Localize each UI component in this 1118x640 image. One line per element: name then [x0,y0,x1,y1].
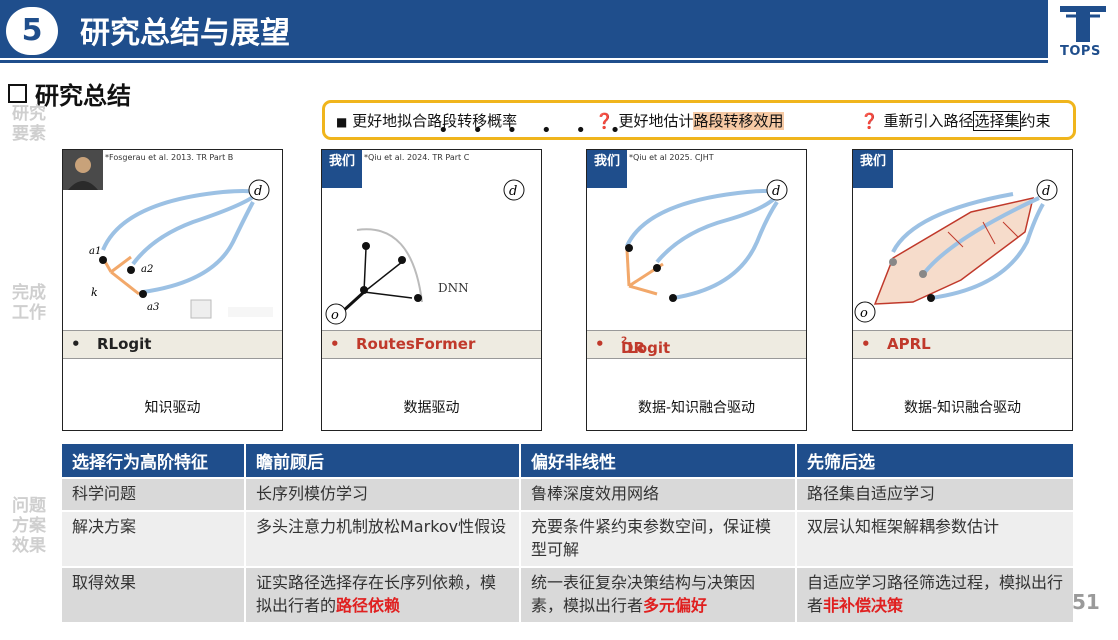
node-a1: a1 [89,246,101,257]
routesformer-diagram: d o DNN [325,179,525,325]
table-cell: 解决方案 [62,510,246,567]
model-panel-routesformer: 我们 *Qiu et al. 2024. TR Part C d o DNN •… [321,149,542,431]
page-number: 51 [1072,590,1100,614]
requirement-text-2: 更好地估计 [618,112,694,130]
model-name: RoutesFormer [356,335,476,353]
person-icon [68,157,98,190]
rlogit-diagram: d a1 a2 a3 k [89,179,273,319]
dr2logit-diagram: d [625,179,788,302]
driver-type: 知识驱动 [144,400,201,416]
question-mark-icon: ❓ [595,112,614,130]
section-number: 5 [6,7,58,55]
node-a2: a2 [141,264,153,275]
author-photo [63,150,103,190]
bullet-dot-icon: • [71,335,81,353]
requirement-suffix-3: 约束 [1020,112,1051,130]
dnn-label: DNN [438,281,469,295]
requirement-item-1: ■ 更好地拟合路段转移概率 [336,110,517,131]
requirements-bar [322,100,1076,140]
table-header: 选择行为高阶特征 [62,444,246,478]
citation: *Qiu et al. 2024. TR Part C [364,153,470,162]
node-o: o [860,306,868,321]
panel-label-aprl: • APRL [853,330,1072,359]
bullet-dot-icon: • [595,335,605,353]
table-cell: 统一表征复杂决策结构与决策因素，模拟出行者多元偏好 [520,566,797,622]
summary-table: 选择行为高阶特征 瞻前顾后 偏好非线性 先筛后选 科学问题 长序列模仿学习 鲁棒… [62,444,1075,622]
table-cell: 多头注意力机制放松Markov性假设 [245,510,521,567]
table-cell: 科学问题 [62,477,246,511]
table-row: 取得效果 证实路径选择存在长序列依赖，模拟出行者的路径依赖 统一表征复杂决策结构… [62,566,1075,622]
slide-title: 研究总结与展望 [80,16,290,51]
driver-type: 数据-知识融合驱动 [903,400,1022,416]
requirement-highlight-3: 选择集 [973,111,1021,131]
requirement-text-3: 重新引入路径 [883,112,974,130]
section-title-text: 研究总结 [35,82,131,110]
emphasis-text: 路径依赖 [336,596,401,615]
table-cell: 取得效果 [62,566,246,622]
table-cell: 鲁棒深度效用网络 [520,477,797,511]
requirement-item-2: ❓ 更好地估计路段转移效用 [595,110,784,131]
node-d: d [772,184,780,199]
we-badge: 我们 [853,150,893,188]
bullet-dot-icon: • [330,335,340,353]
bullet-square-icon: ■ [336,115,348,129]
citation: *Qiu et al 2025. CJHT [629,153,714,162]
node-a3: a3 [147,302,159,313]
table-cell: 长序列模仿学习 [245,477,521,511]
driver-type: 数据-知识融合驱动 [637,400,756,416]
we-badge: 我们 [587,150,627,188]
node-k: k [91,286,98,299]
emphasis-text: 多元偏好 [643,596,708,615]
table-header: 瞻前顾后 [245,444,521,478]
header-bar [0,0,1048,58]
aprl-diagram: d o [854,179,1058,323]
node-o: o [331,308,339,323]
header-divider [0,60,1048,63]
citation: *Fosgerau et al. 2013. TR Part B [105,153,234,162]
driver-type: 数据驱动 [403,400,460,416]
model-panel-aprl: 我们 d o • APRL 数据-知识融合驱动 [852,149,1073,431]
model-panel-rlogit: *Fosgerau et al. 2013. TR Part B d a1 a2… [62,149,283,431]
model-name: APRL [887,335,931,353]
table-row: 解决方案 多头注意力机制放松Markov性假设 充要条件紧约束参数空间，保证模型… [62,510,1075,567]
table-cell: 自适应学习路径筛选过程，模拟出行者非补偿决策 [796,566,1075,622]
node-d: d [1042,184,1050,199]
question-mark-icon: ❓ [860,112,879,130]
requirement-highlight-2: 路段转移效用 [693,112,784,130]
checkbox-square-icon [8,84,27,103]
table-row: 科学问题 长序列模仿学习 鲁棒深度效用网络 路径集自适应学习 [62,477,1075,511]
node-d: d [254,184,262,199]
table-cell: 证实路径选择存在长序列依赖，模拟出行者的路径依赖 [245,566,521,622]
table-header-row: 选择行为高阶特征 瞻前顾后 偏好非线性 先筛后选 [62,444,1075,478]
we-badge: 我们 [322,150,362,188]
table-cell: 路径集自适应学习 [796,477,1075,511]
requirement-text-1: 更好地拟合路段转移概率 [352,112,518,130]
table-header: 先筛后选 [796,444,1075,478]
model-name: RLogit [97,335,152,353]
node-d: d [509,184,517,199]
tops-logo-icon [1060,6,1106,42]
panel-label-rlogit: • RLogit [63,330,282,359]
table-cell: 双层认知框架解耦参数估计 [796,510,1075,567]
table-cell: 充要条件紧约束参数空间，保证模型可解 [520,510,797,567]
side-label-research: 研究要素 [12,104,46,144]
side-label-issues: 问题方案效果 [12,496,46,556]
requirement-item-3: ❓ 重新引入路径选择集约束 [860,110,1051,131]
table-header: 偏好非线性 [520,444,797,478]
requirement-dots: • • • • • • [438,120,630,141]
emphasis-text: 非补偿决策 [823,596,904,615]
panel-label-routesformer: • RoutesFormer [322,330,541,359]
section-title: 研究总结 [8,76,131,111]
logo-text: TOPS [1060,44,1101,59]
bullet-dot-icon: • [861,335,871,353]
side-label-completed: 完成工作 [12,283,46,323]
